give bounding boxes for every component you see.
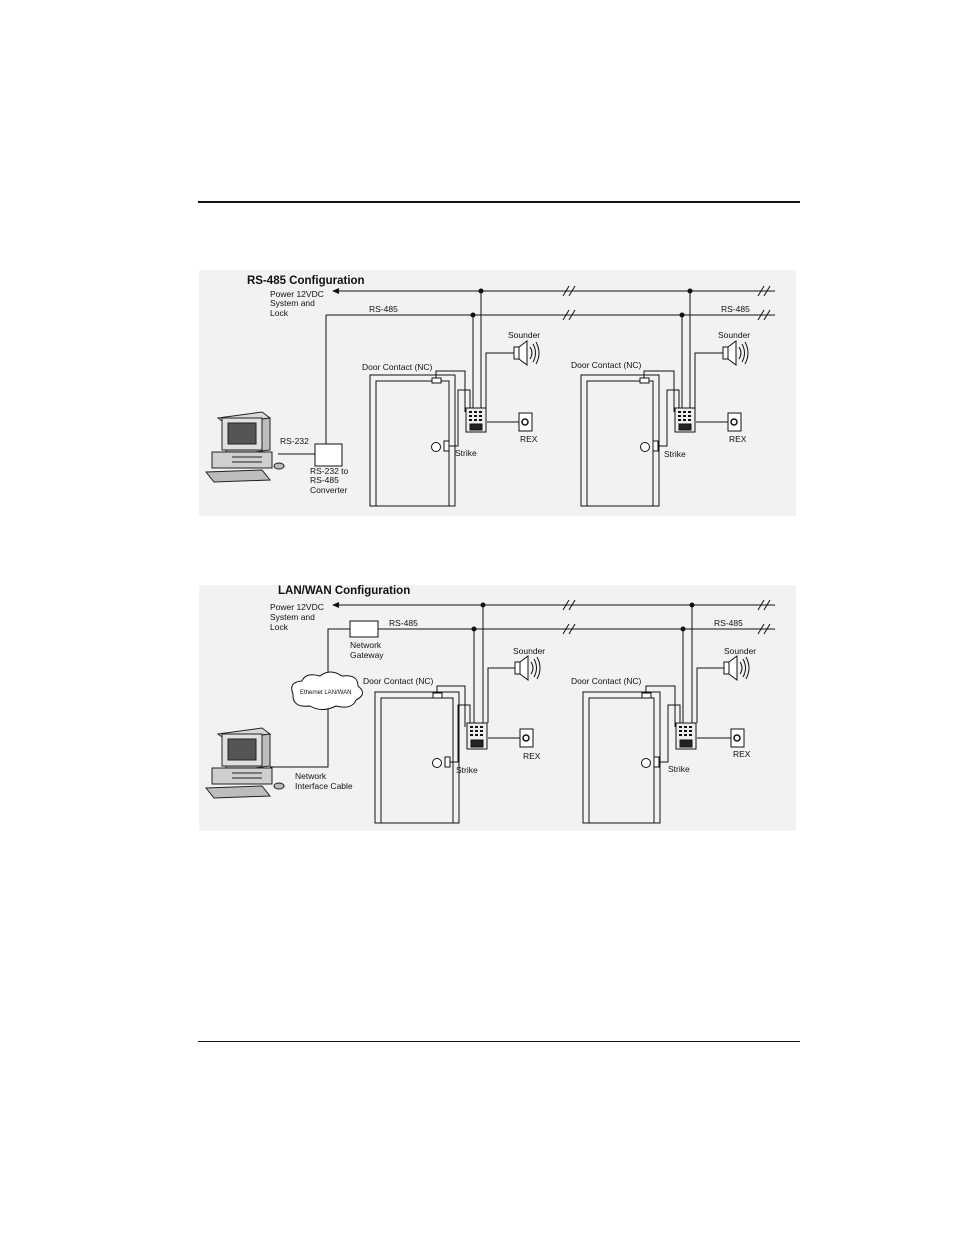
strike-plate: [653, 756, 660, 768]
rex-label: REX: [520, 434, 538, 444]
computer-icon: [204, 411, 285, 483]
sounder-label: Sounder: [724, 646, 756, 656]
door-contact-label: Door Contact (NC): [571, 676, 642, 686]
rs485-configuration: [278, 285, 775, 467]
door-contact-label: Door Contact (NC): [571, 360, 642, 370]
gateway-label-line2: Gateway: [350, 650, 384, 660]
converter-label-line3: Converter: [310, 485, 347, 495]
sounder-label: Sounder: [513, 646, 545, 656]
door-contact-label: Door Contact (NC): [363, 676, 434, 686]
strike-wire: [658, 389, 680, 447]
strike-label: Strike: [455, 448, 477, 458]
rex-label: REX: [729, 434, 747, 444]
bus-label-right: RS-485: [714, 618, 743, 628]
sounder-icon: [722, 346, 729, 360]
contact-wire: [436, 685, 466, 727]
break-marks: [562, 285, 771, 321]
strike-plate: [652, 440, 659, 452]
door-knob: [641, 758, 651, 768]
gateway-label-line1: Network: [350, 640, 382, 650]
cable-label-line2: Interface Cable: [295, 781, 353, 791]
door-knob: [432, 758, 442, 768]
top-rule: [198, 201, 800, 203]
converter-label-line1: RS-232 to: [310, 466, 349, 476]
door-unit-2: [580, 288, 749, 507]
door-contact-label: Door Contact (NC): [362, 362, 433, 372]
ethernet-cloud: [291, 671, 363, 710]
door-contact: [641, 692, 652, 699]
power-label-line2: System and: [270, 612, 315, 622]
diagram-title: LAN/WAN Configuration: [278, 585, 410, 597]
bottom-rule: [198, 1041, 800, 1042]
converter-label-line2: RS-485: [310, 475, 339, 485]
bus-label-left: RS-485: [369, 304, 398, 314]
strike-label: Strike: [664, 449, 686, 459]
cloud-label: Ethernet LAN/WAN: [300, 690, 351, 696]
strike-wire: [449, 389, 471, 447]
door-unit-1: [369, 288, 540, 507]
rex-label: REX: [523, 751, 541, 761]
sounder-icon: [723, 661, 730, 675]
strike-wire: [450, 704, 471, 763]
rex-button: [519, 728, 534, 748]
sounder-wire: [485, 352, 514, 408]
sounder-wire: [696, 667, 724, 723]
rex-button: [727, 412, 742, 432]
strike-label: Strike: [456, 765, 478, 775]
power-label-line2: System and: [270, 298, 315, 308]
power-label-line1: Power 12VDC: [270, 289, 324, 299]
contact-wire: [645, 685, 676, 727]
door-frame: [582, 691, 661, 824]
door-unit-3: [374, 602, 541, 824]
sounder-wire: [487, 667, 515, 723]
door-frame: [369, 374, 456, 507]
break-marks: [562, 599, 771, 635]
strike-wire: [659, 704, 681, 763]
door-knob: [640, 442, 650, 452]
door-knob: [431, 442, 441, 452]
door-contact: [431, 377, 442, 384]
door-contact: [432, 692, 443, 699]
rex-label: REX: [733, 749, 751, 759]
rex-button: [730, 728, 745, 748]
sounder-icon: [514, 661, 521, 675]
sounder-icon: [513, 346, 520, 360]
strike-plate: [443, 440, 450, 452]
contact-wire: [435, 370, 466, 412]
network-interface-cable: [270, 704, 329, 768]
strike-plate: [444, 756, 451, 768]
rs232-rs485-converter: [314, 443, 343, 467]
rex-button: [518, 412, 533, 432]
sounder-wire: [694, 352, 723, 408]
door-leaf: [380, 697, 454, 824]
bus-label-right: RS-485: [721, 304, 750, 314]
cable-label-line1: Network: [295, 771, 327, 781]
contact-wire: [643, 370, 675, 412]
door-contact: [639, 377, 650, 384]
rs485-diagram-panel: [199, 270, 796, 516]
diagram-title: RS-485 Configuration: [247, 275, 365, 287]
door-unit-4: [582, 602, 750, 824]
computer-icon: [204, 727, 285, 799]
strike-label: Strike: [668, 764, 690, 774]
door-frame: [580, 374, 660, 507]
gateway-link-line: [327, 628, 350, 680]
rs232-label: RS-232: [280, 436, 309, 446]
power-label-line1: Power 12VDC: [270, 602, 324, 612]
power-label-line3: Lock: [270, 622, 289, 632]
network-gateway: [349, 620, 379, 638]
power-label-line3: Lock: [270, 308, 289, 318]
sounder-label: Sounder: [508, 330, 540, 340]
lanwan-configuration: [270, 599, 775, 768]
sounder-label: Sounder: [718, 330, 750, 340]
bus-label-left: RS-485: [389, 618, 418, 628]
